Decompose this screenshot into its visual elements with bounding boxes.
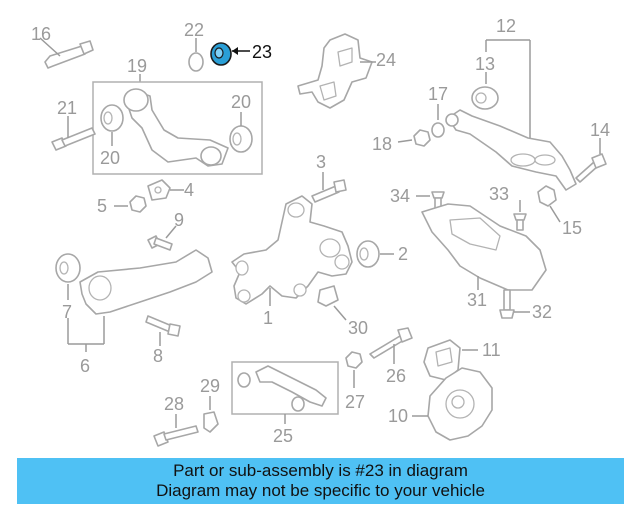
callout-27: 27 (345, 392, 365, 412)
callout-12: 12 (496, 16, 516, 36)
callout-5: 5 (97, 196, 107, 216)
callout-17: 17 (428, 84, 448, 104)
callout-25: 25 (273, 426, 293, 446)
part-25-box (231, 361, 339, 424)
part-18-nut (397, 129, 431, 147)
callout-29: 29 (200, 376, 220, 396)
part-6-arm (55, 249, 213, 352)
part-33-screw (513, 200, 527, 231)
callout-28: 28 (164, 394, 184, 414)
part-12-arm (445, 39, 577, 191)
callout-33: 33 (489, 184, 509, 204)
callout-4: 4 (184, 180, 194, 200)
callout-10: 10 (388, 406, 408, 426)
callout-21: 21 (57, 98, 77, 118)
callout-6: 6 (80, 356, 90, 376)
part-14-bolt (575, 138, 607, 183)
part-2-bushing (356, 240, 394, 268)
part-29-bracket (203, 396, 219, 433)
part-5-nut (114, 195, 147, 213)
banner-line-1: Part or sub-assembly is #23 in diagram (173, 461, 468, 480)
callout-31: 31 (467, 290, 487, 310)
part-3-bolt (311, 172, 347, 203)
callout-32: 32 (532, 302, 552, 322)
callout-2: 2 (398, 244, 408, 264)
part-30-bushing (317, 285, 347, 321)
callout-7: 7 (62, 302, 72, 322)
part-15-nut (537, 185, 561, 223)
part-24-bracket (297, 33, 376, 109)
callout-20-lower: 20 (100, 148, 120, 168)
part-23-bushing (210, 42, 250, 66)
part-26-bolt (369, 327, 413, 364)
callout-30: 30 (348, 318, 368, 338)
callout-8: 8 (153, 346, 163, 366)
part-4-bracket (147, 179, 184, 201)
part-31-seat (421, 203, 547, 291)
part-17-washer (431, 104, 445, 138)
callout-22: 22 (184, 20, 204, 40)
callout-11: 11 (482, 340, 501, 360)
part-1-knuckle (231, 195, 353, 306)
callout-23: 23 (252, 42, 272, 62)
callout-1: 1 (263, 308, 273, 328)
part-32-bolt (499, 289, 530, 319)
callout-9: 9 (174, 210, 184, 230)
callout-26: 26 (386, 366, 406, 386)
info-banner: Part or sub-assembly is #23 in diagram D… (17, 458, 624, 504)
part-19-box (92, 74, 263, 175)
callout-15: 15 (562, 218, 582, 238)
callout-18: 18 (372, 134, 392, 154)
part-28-bolt (153, 414, 199, 447)
callout-14: 14 (590, 120, 610, 140)
callout-20-upper: 20 (231, 92, 251, 112)
part-27-nut (345, 351, 363, 388)
part-8-bolt (145, 315, 181, 346)
callout-34: 34 (390, 186, 410, 206)
callout-13: 13 (475, 54, 495, 74)
part-9-bolt (147, 225, 177, 251)
callout-16: 16 (31, 24, 51, 44)
part-10-plate (412, 367, 493, 441)
callout-3: 3 (316, 152, 326, 172)
callout-24: 24 (376, 50, 396, 70)
part-16-bolt (39, 37, 94, 69)
part-21-bolt (51, 116, 96, 151)
part-22-ring (188, 38, 204, 72)
banner-line-2: Diagram may not be specific to your vehi… (156, 481, 485, 500)
callout-19: 19 (127, 56, 147, 76)
